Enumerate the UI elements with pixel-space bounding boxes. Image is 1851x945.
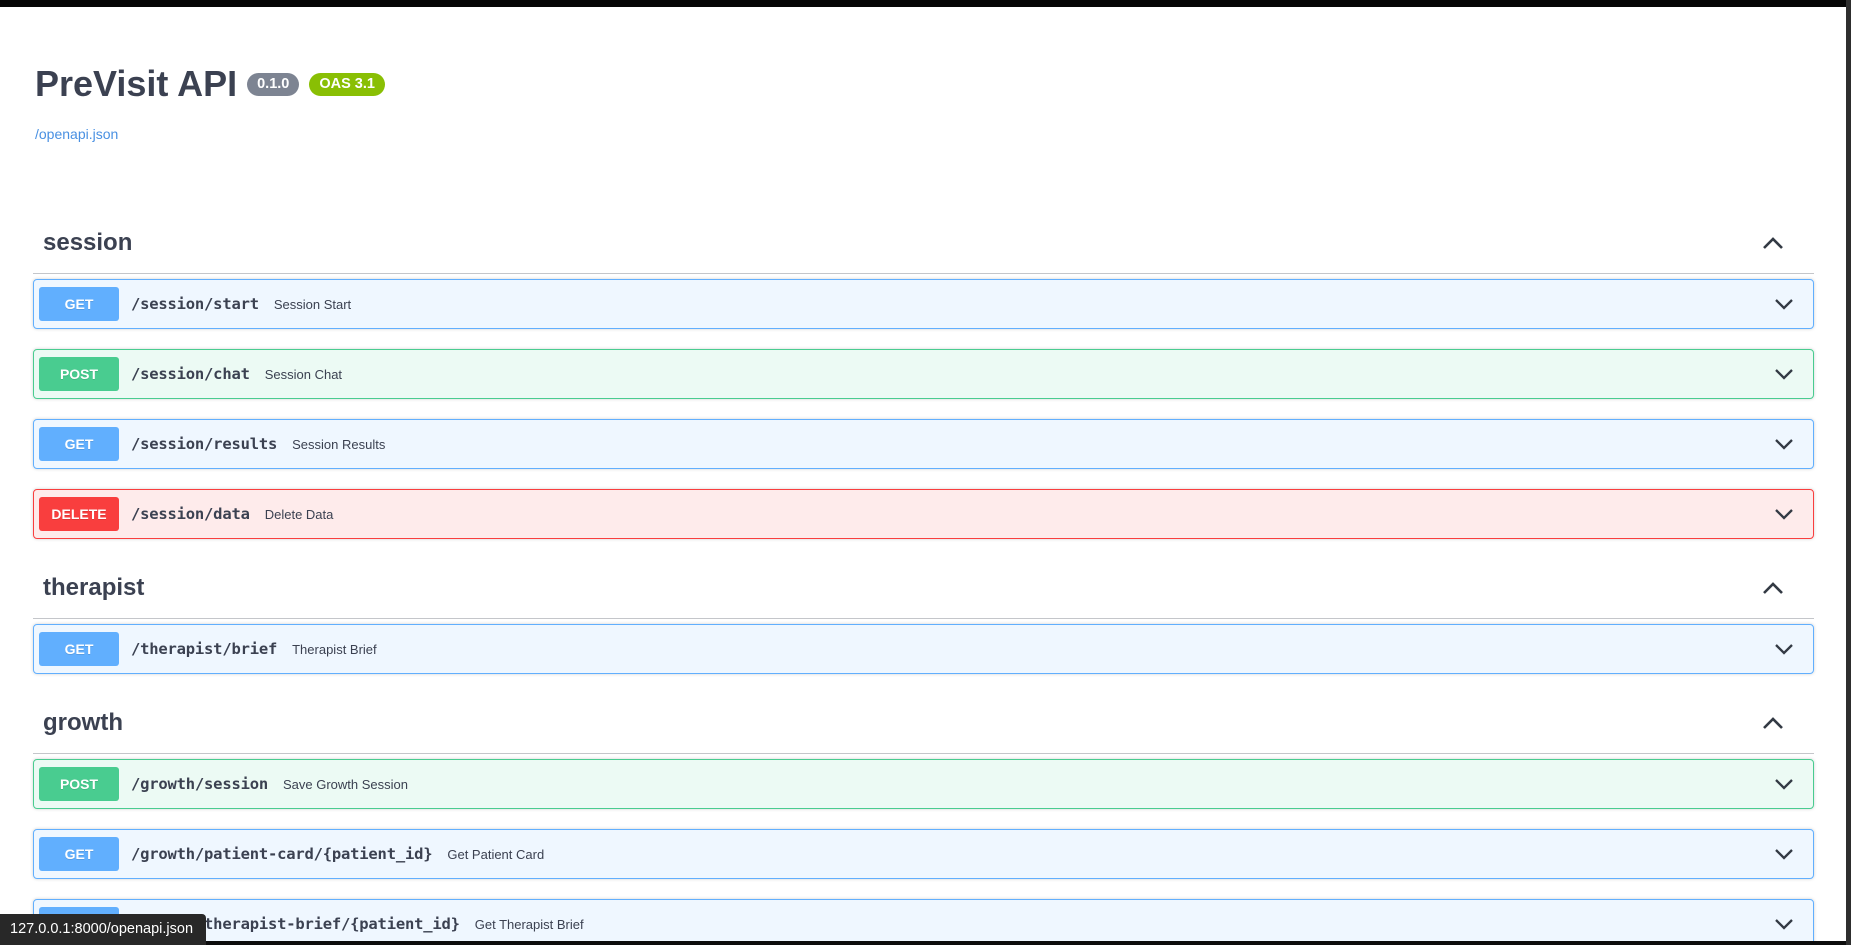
chevron-down-icon[interactable]	[1773, 846, 1795, 862]
endpoint-row-get-/therapist/brief[interactable]: GET/therapist/brief Therapist Brief	[33, 624, 1814, 674]
endpoint-summary: Delete Data	[264, 506, 334, 522]
section-title: session	[43, 229, 133, 256]
window-border-top	[0, 0, 1851, 7]
endpoint-row-get-/growth/patient-card/{patient_id}[interactable]: GET/growth/patient-card/{patient_id} Get …	[33, 829, 1814, 879]
endpoint-summary: Session Start	[273, 296, 352, 312]
section-header-session[interactable]: session	[33, 228, 1814, 274]
window-border-right	[1846, 0, 1851, 945]
endpoint-summary: Get Patient Card	[447, 846, 545, 862]
endpoint-row-post-/growth/session[interactable]: POST/growth/session Save Growth Session	[33, 759, 1814, 809]
method-badge: POST	[39, 767, 119, 801]
window-border-bottom	[0, 941, 1851, 945]
method-badge: GET	[39, 287, 119, 321]
endpoint-summary: Session Results	[292, 436, 386, 452]
endpoint-path: /therapist/brief	[131, 640, 278, 658]
section-title: therapist	[43, 574, 145, 601]
page-title: PreVisit API	[35, 63, 238, 104]
chevron-down-icon[interactable]	[1773, 296, 1795, 312]
chevron-up-icon[interactable]	[1760, 234, 1786, 252]
endpoint-path: /growth/session	[131, 775, 268, 793]
endpoint-row-get-/growth/therapist-brief/{patient_id}[interactable]: GET/growth/therapist-brief/{patient_id}G…	[33, 899, 1814, 945]
openapi-spec-link[interactable]: /openapi.json	[35, 126, 119, 142]
chevron-down-icon[interactable]	[1773, 436, 1795, 452]
method-badge: POST	[39, 357, 119, 391]
endpoint-path: /growth/therapist-brief/{patient_id}	[131, 915, 460, 933]
chevron-up-icon[interactable]	[1760, 579, 1786, 597]
method-badge: GET	[39, 837, 119, 871]
endpoint-path: /session/data	[131, 505, 250, 523]
chevron-down-icon[interactable]	[1773, 776, 1795, 792]
swagger-ui-page: PreVisit API 0.1.0 OAS 3.1 /openapi.json…	[0, 62, 1851, 945]
section-header-therapist[interactable]: therapist	[33, 573, 1814, 619]
endpoint-row-get-/session/results[interactable]: GET/session/results Session Results	[33, 419, 1814, 469]
version-badge: 0.1.0	[247, 72, 300, 96]
method-badge: DELETE	[39, 497, 119, 531]
endpoint-row-get-/session/start[interactable]: GET/session/start Session Start	[33, 279, 1814, 329]
endpoint-summary: Session Chat	[264, 366, 343, 382]
oas-badge: OAS 3.1	[309, 72, 385, 96]
chevron-down-icon[interactable]	[1773, 641, 1795, 657]
endpoint-path: /growth/patient-card/{patient_id}	[131, 845, 433, 863]
chevron-up-icon[interactable]	[1760, 714, 1786, 732]
method-badge: GET	[39, 427, 119, 461]
browser-status-bar: 127.0.0.1:8000/openapi.json	[0, 914, 207, 945]
endpoint-row-post-/session/chat[interactable]: POST/session/chat Session Chat	[33, 349, 1814, 399]
section-header-growth[interactable]: growth	[33, 708, 1814, 754]
endpoint-summary: Save Growth Session	[282, 776, 408, 792]
endpoint-path: /session/results	[131, 435, 278, 453]
chevron-down-icon[interactable]	[1773, 506, 1795, 522]
endpoint-summary: Get Therapist Brief	[474, 916, 584, 932]
endpoint-row-delete-/session/data[interactable]: DELETE/session/data Delete Data	[33, 489, 1814, 539]
section-title: growth	[43, 709, 123, 736]
endpoint-path: /session/chat	[131, 365, 250, 383]
method-badge: GET	[39, 632, 119, 666]
chevron-down-icon[interactable]	[1773, 916, 1795, 932]
endpoint-path: /session/start	[131, 295, 259, 313]
endpoint-summary: Therapist Brief	[292, 641, 377, 657]
api-info-block: PreVisit API 0.1.0 OAS 3.1 /openapi.json	[35, 62, 1814, 144]
chevron-down-icon[interactable]	[1773, 366, 1795, 382]
